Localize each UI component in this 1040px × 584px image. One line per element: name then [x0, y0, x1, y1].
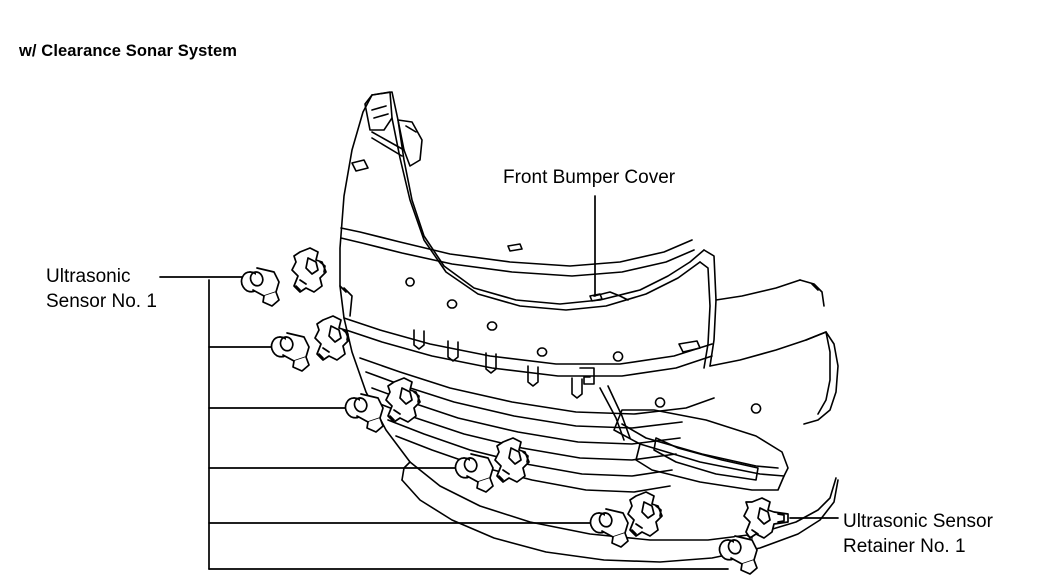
- ultrasonic-sensor-5: [589, 508, 629, 548]
- figure-title: w/ Clearance Sonar System: [19, 42, 238, 60]
- ultrasonic-sensor-retainer-3: [385, 377, 421, 423]
- front-bumper-cover-drawing: [339, 91, 839, 563]
- ultrasonic-sensor-retainer-2: [314, 315, 350, 361]
- callout-ultrasonic-sensor-line-1: Ultrasonic: [46, 266, 131, 287]
- callout-ultrasonic-sensor-no-1: Ultrasonic Sensor No. 1: [46, 264, 157, 314]
- callout-ultrasonic-sensor-retainer-no-1: Ultrasonic Sensor Retainer No. 1: [843, 509, 993, 559]
- callout-ultrasonic-sensor-line-2: Sensor No. 1: [46, 291, 157, 312]
- ultrasonic-sensor-retainer-5: [627, 491, 663, 537]
- ultrasonic-sensor-retainer-1: [291, 247, 327, 293]
- ultrasonic-sensor-1: [240, 267, 280, 307]
- ultrasonic-sensor-2: [270, 332, 310, 372]
- ultrasonic-sensor-4: [454, 453, 494, 493]
- callout-retainer-line-2: Retainer No. 1: [843, 536, 966, 557]
- leader-lines: [159, 195, 839, 570]
- callout-retainer-line-1: Ultrasonic Sensor: [843, 511, 993, 532]
- ultrasonic-sensor-6: [718, 535, 758, 575]
- callout-front-bumper-cover: Front Bumper Cover: [503, 167, 676, 188]
- ultrasonic-sensor-retainer-6: [743, 497, 789, 539]
- ultrasonic-sensor-3: [344, 393, 384, 433]
- ultrasonic-sensor-retainer-4: [494, 437, 530, 483]
